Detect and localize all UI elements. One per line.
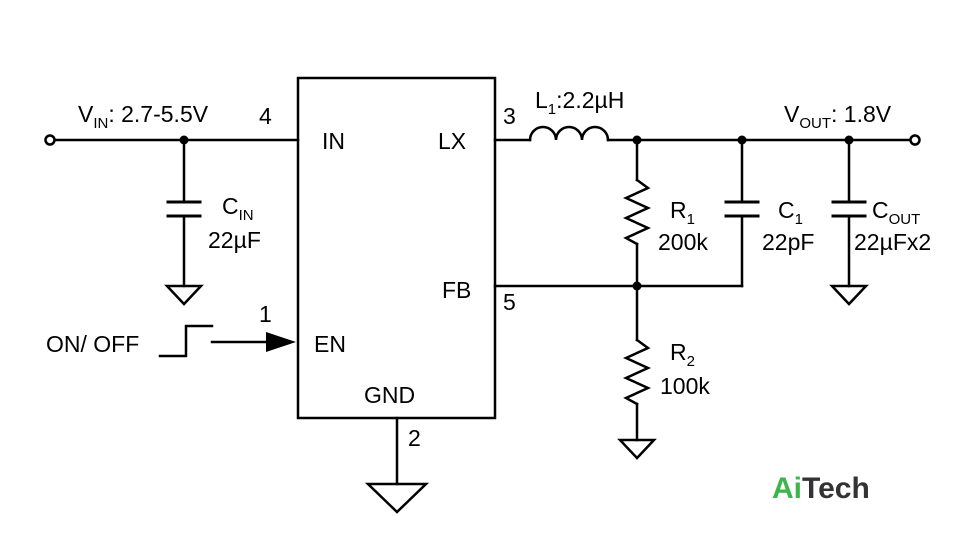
- enable-step-icon: [158, 324, 214, 358]
- c1-label: C1: [778, 197, 803, 228]
- ic-pin-lx-label: LX: [438, 128, 466, 154]
- cin-capacitor: [166, 138, 202, 288]
- enable-arrow-icon: [266, 332, 296, 352]
- r2-resistor-icon: [622, 338, 652, 406]
- l1-inductor-icon: [528, 125, 610, 142]
- l1-label: L1:2.2µH: [535, 87, 624, 118]
- vout-terminal: [909, 134, 921, 146]
- vin-terminal: [44, 134, 56, 146]
- ic-pin-gnd-label: GND: [364, 382, 415, 408]
- cin-ground-icon: [164, 284, 204, 306]
- r2-ground-icon: [617, 438, 657, 460]
- aitech-logo: AiTech: [772, 472, 870, 505]
- pin-number-in: 4: [259, 103, 272, 129]
- r2-value: 100k: [660, 373, 710, 399]
- ic-pin-fb-label: FB: [442, 277, 471, 303]
- pin-number-fb: 5: [503, 289, 516, 315]
- cout-capacitor: [831, 138, 867, 288]
- c1-value: 22pF: [762, 229, 814, 255]
- cin-label: CIN: [222, 193, 254, 224]
- cout-ground-icon: [829, 284, 869, 306]
- vin-label: VIN: 2.7-5.5V: [78, 101, 209, 132]
- c1-capacitor: [724, 138, 760, 288]
- cout-label: COUT: [872, 197, 920, 228]
- pin-number-en: 1: [259, 301, 272, 327]
- cout-value: 22µFx2: [854, 229, 931, 255]
- ic-pin-in-label: IN: [322, 128, 345, 154]
- pin-number-gnd: 2: [408, 425, 421, 451]
- pin-number-lx: 3: [503, 103, 516, 129]
- cin-value: 22µF: [208, 227, 261, 253]
- ic-ground-icon: [364, 482, 430, 514]
- r1-label: R1: [670, 197, 695, 228]
- r1-value: 200k: [658, 229, 708, 255]
- r2-label: R2: [670, 339, 695, 370]
- r1-resistor-icon: [622, 178, 652, 246]
- enable-label: ON/ OFF: [46, 331, 139, 357]
- vout-label: VOUT: 1.8V: [784, 101, 892, 132]
- ic-pin-en-label: EN: [314, 331, 346, 357]
